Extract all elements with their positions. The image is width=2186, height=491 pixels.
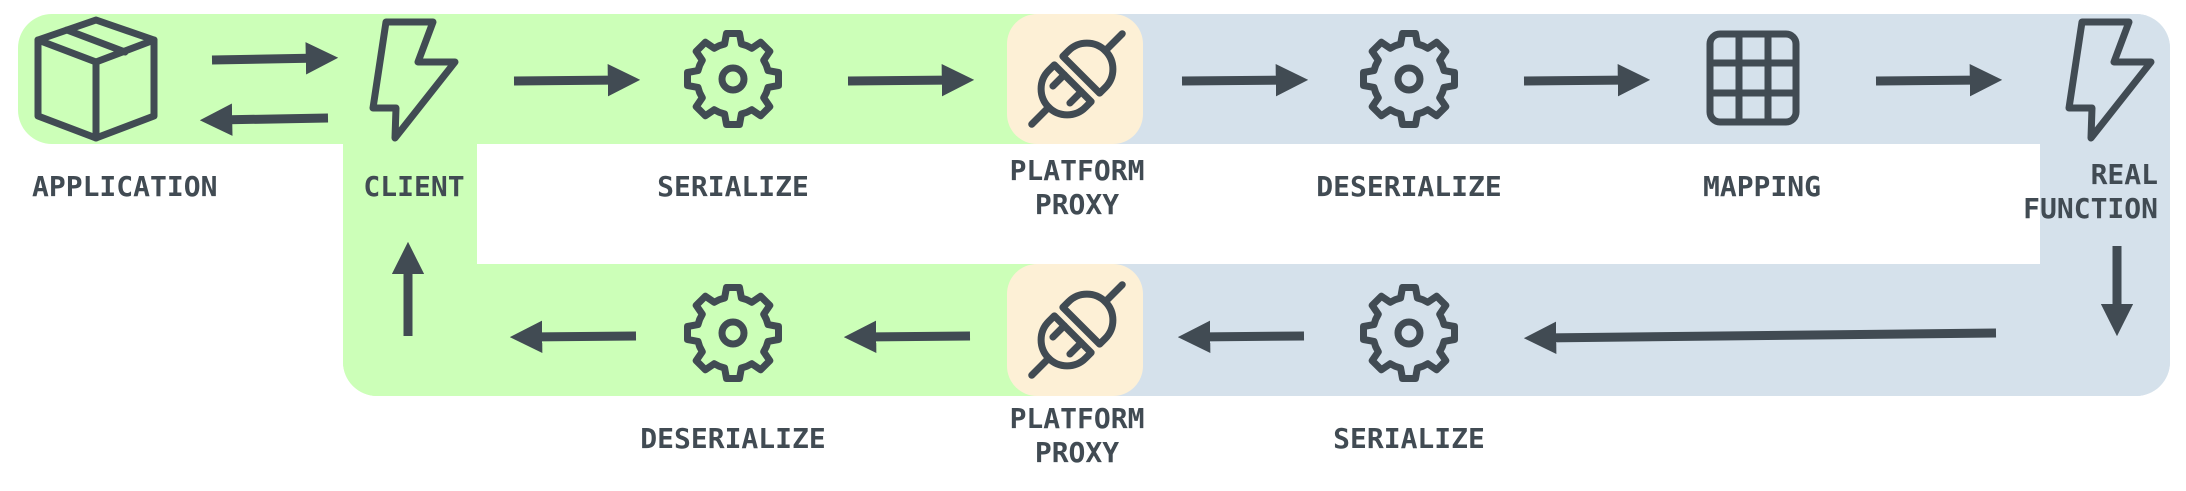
lightning-bolt-icon (2065, 18, 2155, 142)
arrow-serialize-to-proxy (847, 63, 975, 97)
gear-icon (684, 30, 782, 128)
arrow-proxy-to-deserialize (1181, 63, 1309, 97)
label-serialize-top: SERIALIZE (657, 170, 809, 203)
plug-icon (1028, 30, 1126, 128)
lightning-bolt-icon (369, 18, 459, 142)
arrow-application-to-client (211, 42, 339, 75)
plugs (1028, 30, 1126, 379)
gears (684, 30, 1458, 382)
label-mapping: MAPPING (1703, 170, 1821, 203)
gear-icon (1360, 30, 1458, 128)
label-deserialize-bottom: DESERIALIZE (640, 422, 825, 455)
label-serialize-bottom: SERIALIZE (1333, 422, 1485, 455)
icons (34, 16, 2155, 142)
gear-icon (684, 284, 782, 382)
arrow-real-function-to-serialize (1523, 321, 1997, 355)
arrow-client-to-application (199, 103, 329, 136)
arrow-mapping-to-real-function (1875, 63, 2003, 97)
gear-icon (1360, 284, 1458, 382)
arrow-client-to-serialize (513, 63, 641, 97)
label-client: CLIENT (363, 170, 464, 203)
arrows (199, 42, 2134, 355)
grid-table-icon (1706, 30, 1800, 126)
arrow-serialize-to-proxy-return (1177, 320, 1305, 354)
package-icon (34, 16, 158, 142)
plug-icon (1028, 281, 1126, 379)
arrow-deserialize-to-mapping (1523, 63, 1651, 97)
label-application: APPLICATION (32, 170, 217, 203)
arrow-proxy-to-deserialize-return (843, 320, 971, 354)
arrow-deserialize-to-client (509, 320, 637, 354)
label-deserialize-top: DESERIALIZE (1316, 170, 1501, 203)
